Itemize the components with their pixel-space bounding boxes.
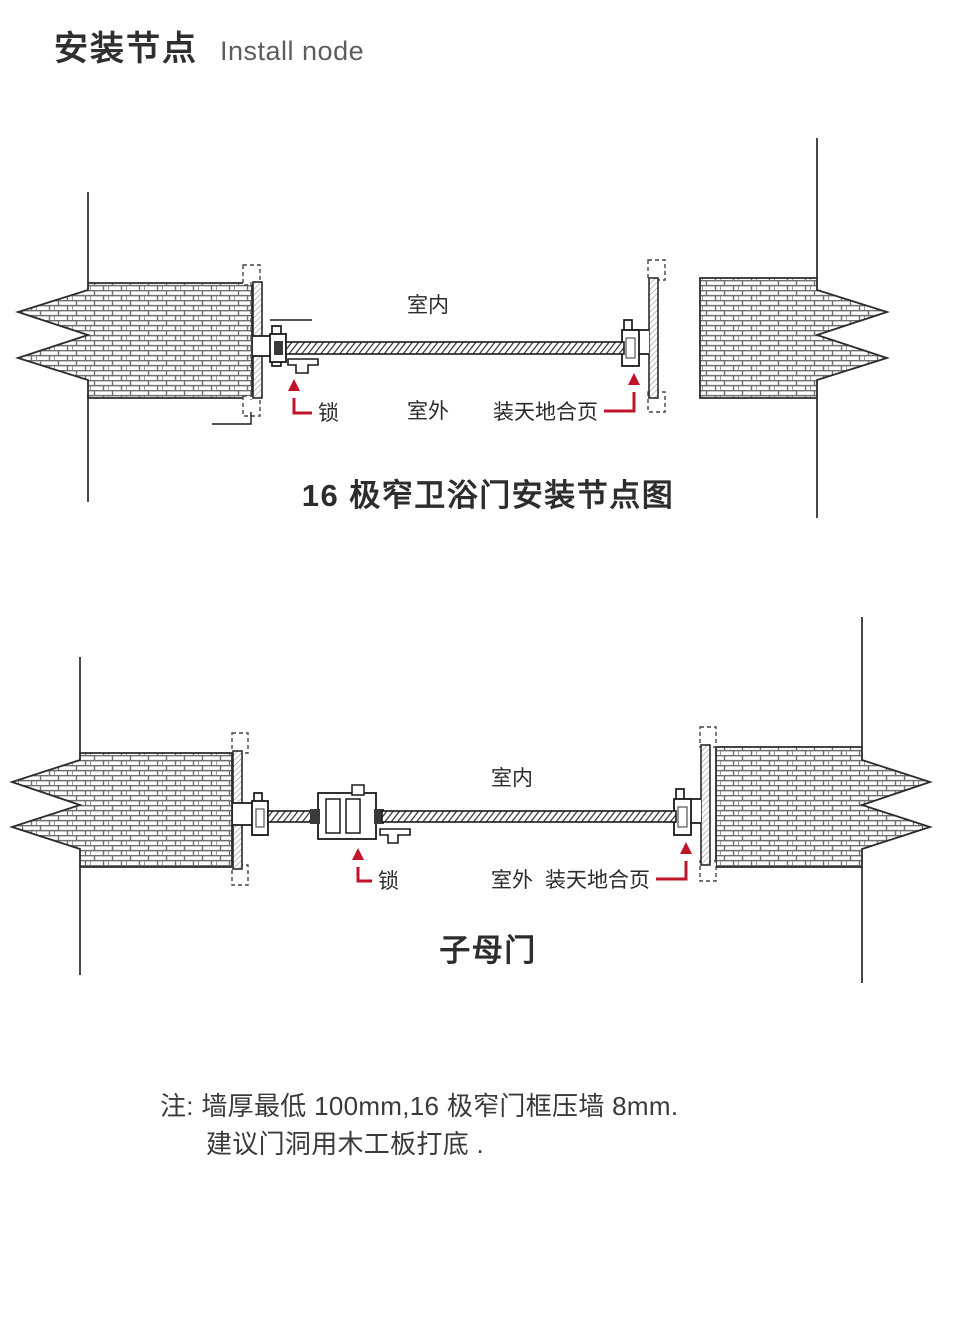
blocking-top-right-2 xyxy=(699,726,717,748)
figure-2-drawing: 室内 室外 锁 装天地合页 xyxy=(9,617,933,983)
hinge-arrow-icon-2 xyxy=(680,842,692,854)
page-title-cn: 安装节点 xyxy=(54,30,198,68)
lock-arrow-icon-2 xyxy=(352,848,364,860)
label-hinge: 装天地合页 xyxy=(493,401,598,424)
wall-right xyxy=(699,277,890,399)
lock-bolt xyxy=(274,341,283,355)
wall-right-masonry xyxy=(699,277,890,399)
lock-bolt-2 xyxy=(310,809,320,824)
callout-hinge-2: 装天地合页 xyxy=(545,842,692,892)
door-leaf-panel xyxy=(285,341,625,355)
reference-lines xyxy=(87,138,818,518)
door-frame-left xyxy=(212,264,319,425)
wall-left xyxy=(15,282,253,399)
frame-profile-right-2 xyxy=(700,744,711,866)
diagram-install-node-bathroom-door: 室内 室外 锁 装天地合页 xyxy=(0,130,976,520)
callout-lock-2: 锁 xyxy=(352,848,399,893)
meeting-stile-right-cell xyxy=(345,798,361,834)
diagram-install-node-double-leaf-door: 室内 室外 锁 装天地合页 xyxy=(0,615,976,985)
meeting-stile-left-cell xyxy=(325,798,341,834)
figure-2-caption: 子母门 xyxy=(439,933,537,968)
label-indoor-2: 室内 xyxy=(491,767,533,790)
door-frame-left-2 xyxy=(231,732,269,886)
page-title-en: Install node xyxy=(220,36,365,66)
label-outdoor-2: 室外 xyxy=(491,869,533,892)
page-header: 安装节点 Install node xyxy=(54,32,364,66)
door-leaf-main-panel xyxy=(381,810,677,823)
reference-lines-2 xyxy=(79,617,863,983)
label-lock: 锁 xyxy=(318,402,339,425)
label-lock-2: 锁 xyxy=(378,870,399,893)
blocking-top-left-2 xyxy=(231,732,249,754)
note-line-1: 注: 墙厚最低 100mm,16 极窄门框压墙 8mm. xyxy=(160,1091,679,1121)
pivot-hinge-pin xyxy=(625,337,636,359)
callout-hinge: 装天地合页 xyxy=(493,373,640,424)
note-line-2: 建议门洞用木工板打底 . xyxy=(206,1128,485,1159)
figure-1-caption: 16 极窄卫浴门安装节点图 xyxy=(301,478,675,513)
blocking-top-right xyxy=(647,259,666,281)
wall-left-masonry-2 xyxy=(9,752,233,868)
threshold-piece-left xyxy=(287,358,319,374)
lock-keeper-2 xyxy=(374,809,384,824)
wall-right-masonry-2 xyxy=(715,746,933,868)
hinge-arrow-icon xyxy=(628,373,640,385)
lock-arrow-icon xyxy=(288,379,300,391)
label-outdoor: 室外 xyxy=(407,400,449,423)
callout-lock: 锁 xyxy=(288,379,339,425)
lock-cylinder xyxy=(351,784,365,796)
door-frame-right xyxy=(621,259,666,413)
pivot-hinge-pin-right-2 xyxy=(677,806,688,828)
label-indoor: 室内 xyxy=(407,294,449,317)
pivot-hinge-pin-2 xyxy=(255,808,265,828)
label-hinge-2: 装天地合页 xyxy=(545,869,650,892)
figure-1-drawing: 室内 室外 锁 装天地合页 xyxy=(15,138,890,518)
notes-block: 注: 墙厚最低 100mm,16 极窄门框压墙 8mm. 建议门洞用木工板打底 … xyxy=(160,1088,920,1163)
door-frame-right-2 xyxy=(673,726,717,882)
wall-left-masonry xyxy=(15,282,253,399)
meeting-stile-lock-assembly xyxy=(310,784,411,844)
threshold-piece-2 xyxy=(379,828,411,844)
frame-profile-right xyxy=(648,277,659,399)
